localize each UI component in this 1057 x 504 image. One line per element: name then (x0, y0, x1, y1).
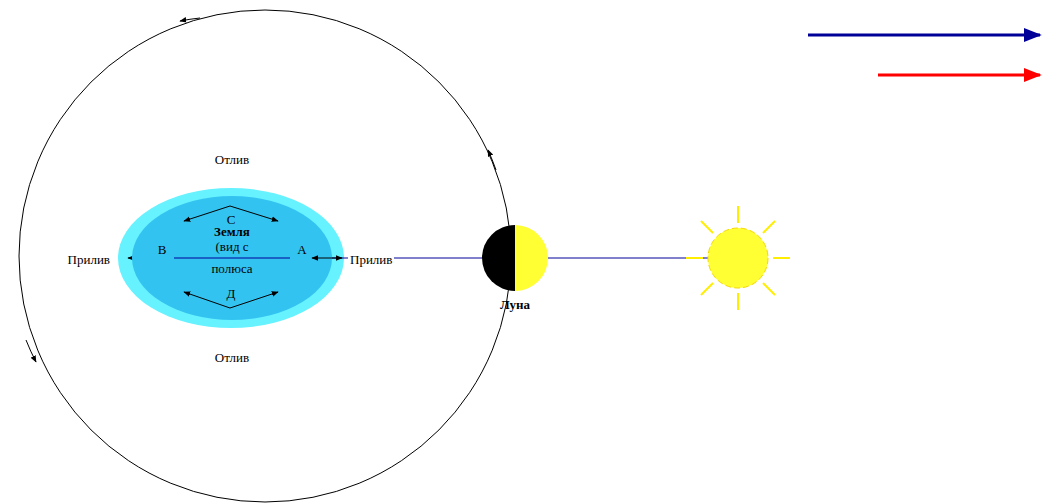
sun-line (548, 258, 708, 259)
red-arrow (878, 74, 1040, 77)
moon-dark-half (482, 225, 515, 291)
blue-arrow (808, 34, 1040, 37)
earth-ellipse (132, 196, 332, 320)
sun (686, 206, 790, 310)
ocean-bulge (118, 188, 344, 328)
tide-arrows (174, 206, 342, 308)
tide-label: Прилив (348, 252, 394, 268)
point-label: (вид с полюса (206, 236, 258, 280)
earth-body: СВЗемляА(вид с полюсаД (132, 196, 332, 320)
moon-body: Луна (482, 225, 548, 291)
point-label: А (297, 242, 306, 258)
tide-label: Отлив (213, 152, 251, 168)
body-name: Земля (214, 224, 250, 240)
orbit-arrow (180, 18, 200, 21)
point-label: Д (227, 286, 236, 302)
orbit-arrow (26, 340, 36, 362)
tide-label: Отлив (213, 350, 251, 366)
body-name: Луна (500, 297, 530, 313)
point-label: В (158, 242, 167, 258)
tide-label: Прилив (66, 252, 112, 268)
moon-lit-half (515, 225, 548, 291)
moon-shape (482, 225, 548, 291)
moon-orbit (19, 10, 511, 502)
orbit-arrow (488, 150, 496, 170)
